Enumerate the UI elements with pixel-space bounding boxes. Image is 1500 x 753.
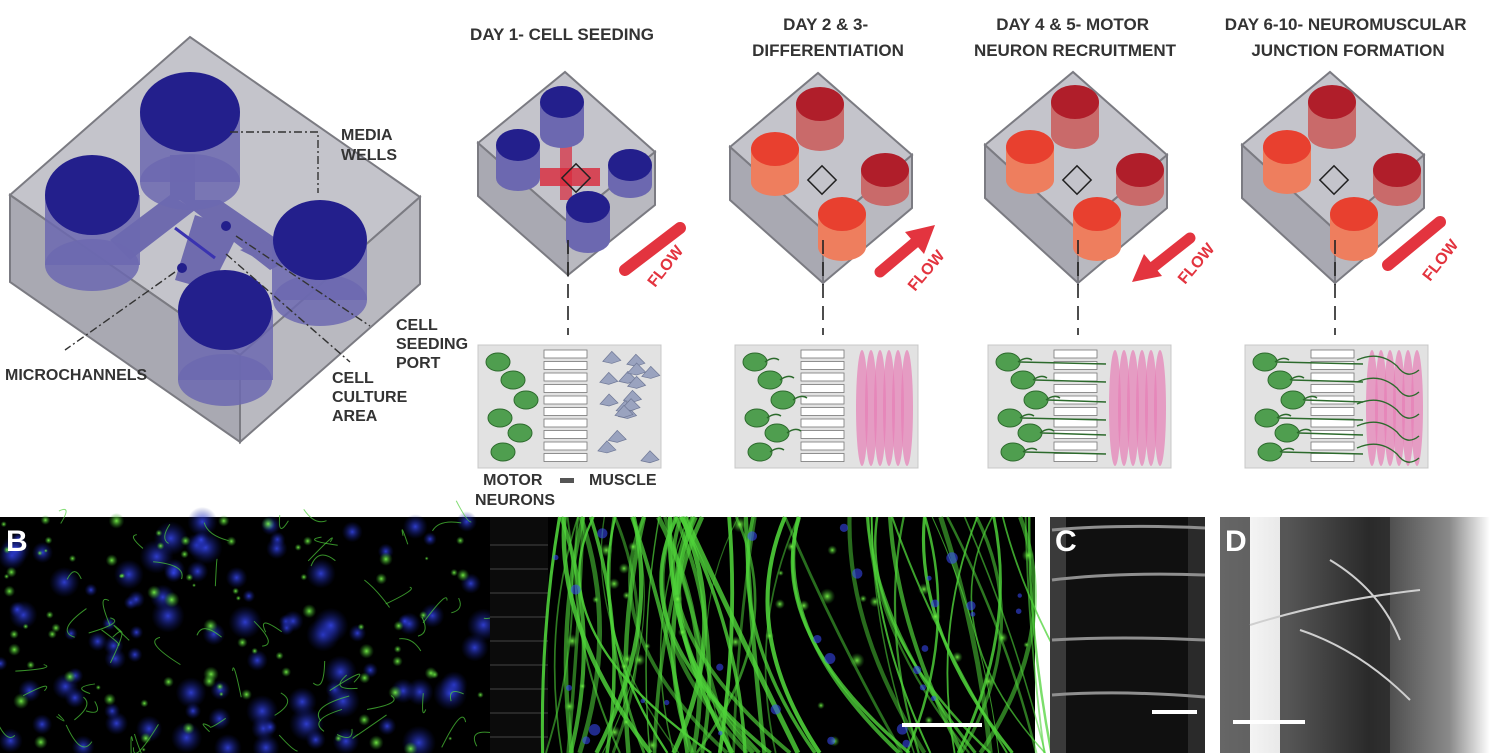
- panel-label-c: C: [1055, 525, 1077, 558]
- seeding-port-dot: [221, 221, 231, 231]
- stage-1-chip: [476, 70, 657, 278]
- stage-3-chip: [983, 70, 1169, 286]
- label-cell-culture-area: CELL CULTURE AREA: [332, 370, 412, 425]
- micrograph-b-channels: [490, 517, 548, 753]
- micrograph-c: [1050, 517, 1206, 753]
- label-cell-seeding-port: CELL SEEDING PORT: [396, 317, 472, 372]
- label-microchannels: MICROCHANNELS: [5, 367, 148, 384]
- media-well-left: [45, 155, 140, 291]
- zoom-panel-2: [734, 344, 919, 469]
- label-media-wells: MEDIA WELLS: [341, 127, 397, 164]
- stage-2-flow-arrow: [874, 225, 935, 278]
- seeding-port-dot: [177, 263, 187, 273]
- zoom-connectors: [567, 240, 1336, 335]
- zoom-panel-4: [1244, 344, 1429, 469]
- scale-bar-c: [1152, 710, 1197, 714]
- stage-2-chip: [728, 71, 914, 286]
- stage-3-title: DAY 4 & 5- MOTOR NEURON RECRUITMENT: [974, 15, 1177, 60]
- stage-4-flow-bar: [1382, 216, 1446, 271]
- micrograph-b: [0, 500, 1120, 753]
- stage-4-flow-label: FLOW: [1420, 236, 1463, 284]
- scale-bar-d: [1233, 720, 1305, 724]
- zoom-panels: [477, 344, 1429, 469]
- media-well-bottom: [178, 270, 273, 406]
- zoom-panel-3: [987, 344, 1172, 469]
- microchannel-line: [174, 226, 216, 260]
- stage-4-chip: [1240, 70, 1426, 286]
- legend-microchannel-mark: [560, 478, 574, 483]
- zoom-panel-1: [477, 344, 662, 469]
- panel-label-b: B: [6, 525, 28, 558]
- stage-1-flow-bar: [619, 222, 686, 276]
- stage-3-flow-arrow: [1132, 232, 1196, 282]
- media-well-right: [272, 200, 367, 326]
- panel-label-d: D: [1225, 525, 1247, 558]
- legend-muscle: MUSCLE: [589, 472, 657, 489]
- stage-1-title: DAY 1- CELL SEEDING: [470, 25, 654, 44]
- stage-2-title: DAY 2 & 3- DIFFERENTIATION: [752, 15, 904, 60]
- legend-motor-neurons: MOTOR NEURONS: [475, 472, 555, 509]
- stage-2-flow-label: FLOW: [905, 247, 949, 295]
- main-chip: [8, 35, 422, 445]
- media-well-top: [140, 72, 240, 210]
- scale-bar-b: [902, 723, 982, 727]
- stage-4-title: DAY 6-10- NEUROMUSCULAR JUNCTION FORMATI…: [1225, 15, 1472, 60]
- micrograph-d: [1220, 517, 1490, 753]
